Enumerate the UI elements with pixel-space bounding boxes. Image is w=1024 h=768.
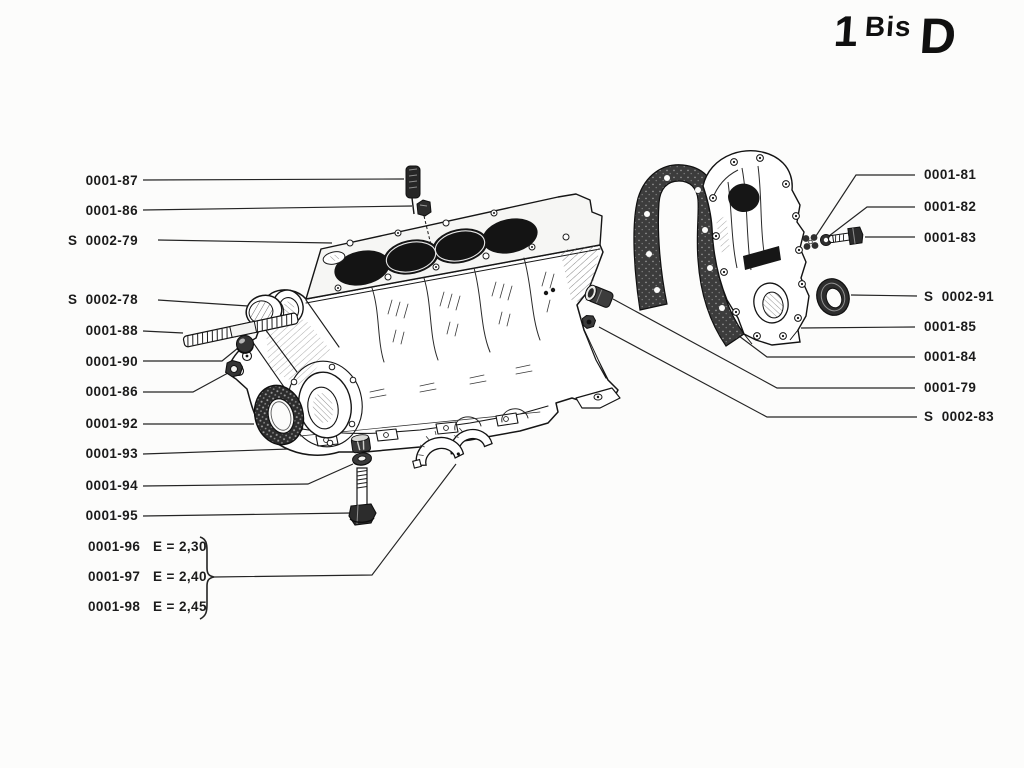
part-label-s0002-91: S 0002-91 xyxy=(924,289,995,304)
part-bearing-shells-0001-96-98 xyxy=(412,427,493,469)
part-number: 0001-98 xyxy=(88,599,141,614)
part-label-0001-88: 0001-88 xyxy=(85,323,138,338)
part-label-0001-87: 0001-87 xyxy=(85,173,138,188)
part-dimension: E = 2,40 xyxy=(153,569,207,584)
leader-s0002-79 xyxy=(157,239,333,244)
leader-0001-85 xyxy=(800,326,916,329)
part-label-0001-90: 0001-90 xyxy=(85,354,138,369)
leader-0001-84 xyxy=(738,335,915,358)
part-label-0001-97-row: 0001-97 E = 2,40 xyxy=(88,568,207,586)
part-label-0001-86: 0001-86 xyxy=(85,203,138,218)
part-label-s0002-78: S 0002-78 xyxy=(67,292,138,307)
leader-s0002-78 xyxy=(157,299,249,307)
part-nut-0001-86-upper xyxy=(416,199,432,246)
leader-bearing-group xyxy=(213,463,457,578)
part-stud-0001-88 xyxy=(182,312,299,348)
part-label-0001-94: 0001-94 xyxy=(85,478,138,493)
part-label-0001-98-row: 0001-98 E = 2,45 xyxy=(88,598,207,616)
leader-0001-87 xyxy=(142,178,405,181)
part-label-0001-83: 0001-83 xyxy=(924,230,977,245)
part-hex-plug-s0002-83 xyxy=(581,314,597,330)
part-label-0001-86b: 0001-86 xyxy=(85,384,138,399)
leader-s0002-91 xyxy=(850,294,918,297)
part-seal-ring-0001-92 xyxy=(253,384,305,446)
part-collar-0001-93 xyxy=(350,434,371,454)
part-label-0001-81: 0001-81 xyxy=(924,167,977,182)
leader-0001-82 xyxy=(828,206,915,237)
label-group-bracket xyxy=(199,536,215,620)
leader-0001-79 xyxy=(612,298,915,389)
part-stud-0001-87 xyxy=(405,165,421,215)
part-dome-nut-0001-90 xyxy=(235,334,255,354)
part-label-s0002-83: S 0002-83 xyxy=(924,409,995,424)
leader-0001-81 xyxy=(813,174,915,240)
part-dimension: E = 2,30 xyxy=(153,539,207,554)
part-label-0001-93: 0001-93 xyxy=(85,446,138,461)
part-label-0001-84: 0001-84 xyxy=(924,349,977,364)
leader-0001-86b xyxy=(143,372,229,393)
leader-0001-90 xyxy=(143,347,239,362)
part-oil-seal-s0002-91 xyxy=(816,278,850,316)
part-label-0001-82: 0001-82 xyxy=(924,199,977,214)
part-timing-cover-0001-85 xyxy=(702,150,810,346)
part-lock-clip-0001-81 xyxy=(802,234,819,250)
part-gasket-0001-84 xyxy=(633,164,745,347)
leader-s0002-83 xyxy=(598,326,917,418)
part-bolt-0001-83 xyxy=(828,226,864,246)
part-number: 0001-96 xyxy=(88,539,141,554)
part-nut-0001-94 xyxy=(352,452,372,466)
part-label-0001-96-row: 0001-96 E = 2,30 xyxy=(88,538,207,556)
leader-0001-95 xyxy=(142,512,352,517)
part-cup-plug-0001-79 xyxy=(584,284,614,308)
part-number: 0001-97 xyxy=(88,569,141,584)
leader-0001-88 xyxy=(142,330,184,334)
part-dimension: E = 2,45 xyxy=(153,599,207,614)
leader-lines xyxy=(142,174,918,620)
part-label-0001-85: 0001-85 xyxy=(924,319,977,334)
part-label-0001-79: 0001-79 xyxy=(924,380,977,395)
leader-0001-86 xyxy=(142,205,413,211)
part-label-s0002-79: S 0002-79 xyxy=(67,233,138,248)
part-bolt-0001-95 xyxy=(348,467,377,526)
leader-0001-94 xyxy=(142,463,354,487)
part-label-0001-95: 0001-95 xyxy=(85,508,138,523)
part-nut-0001-86-lower xyxy=(225,359,244,378)
part-label-0001-92: 0001-92 xyxy=(85,416,138,431)
